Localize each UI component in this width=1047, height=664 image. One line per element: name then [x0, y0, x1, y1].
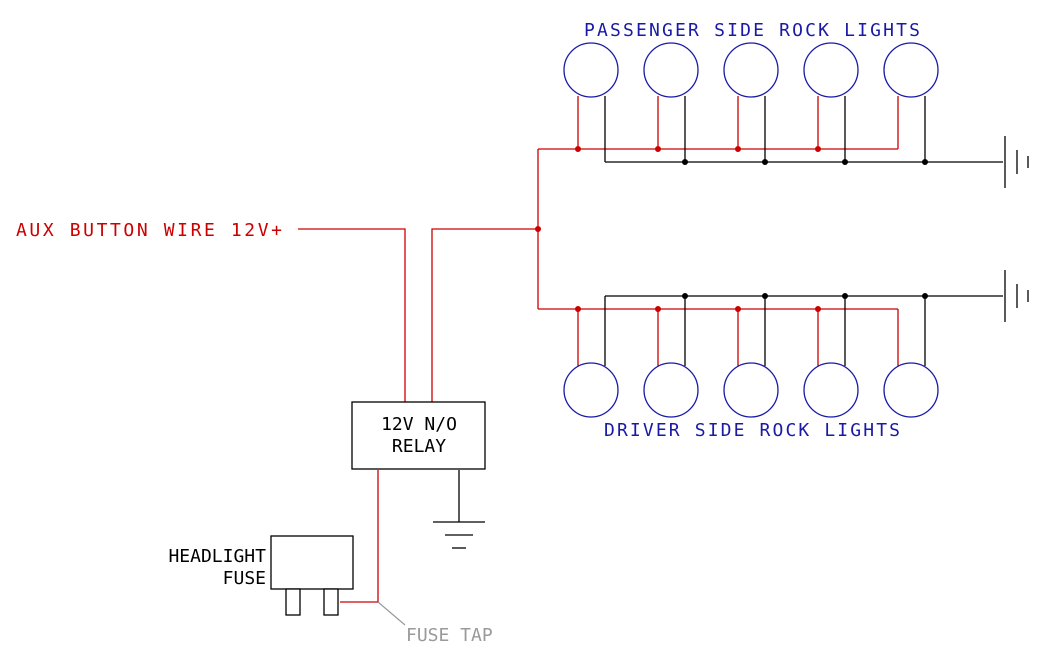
headlight-fuse-label-line1: HEADLIGHT	[168, 546, 266, 567]
rock-light	[643, 42, 699, 98]
fuse-tap-label: FUSE TAP	[406, 625, 493, 646]
rock-light	[883, 362, 939, 418]
headlight-fuse-label-line2: FUSE	[223, 568, 266, 589]
positive-junctions	[535, 146, 821, 312]
relay: 12V N/O RELAY	[351, 401, 486, 470]
passenger-rock-lights	[563, 42, 939, 98]
fuse-blade	[285, 588, 301, 616]
relay-ground-symbol	[433, 521, 485, 549]
passenger-side-title: PASSENGER SIDE ROCK LIGHTS	[584, 20, 920, 41]
rock-light	[803, 42, 859, 98]
rock-light	[723, 362, 779, 418]
aux-input-wire	[298, 228, 406, 402]
passenger-ground-symbol	[1004, 136, 1029, 188]
rock-light	[643, 362, 699, 418]
rock-light	[563, 362, 619, 418]
relay-label-line1: 12V N/O	[381, 414, 457, 435]
positive-wires	[298, 96, 899, 603]
headlight-fuse: HEADLIGHT FUSE	[168, 535, 354, 616]
relay-label-line2: RELAY	[392, 436, 446, 457]
rock-light	[563, 42, 619, 98]
rock-light	[723, 42, 779, 98]
aux-button-wire-label: AUX BUTTON WIRE 12V+	[16, 220, 282, 241]
fuse-blade	[323, 588, 339, 616]
relay-output-wire	[431, 228, 538, 402]
rock-light	[803, 362, 859, 418]
driver-rock-lights	[563, 362, 939, 418]
driver-ground-symbol	[1004, 270, 1029, 322]
ground-junctions	[682, 159, 928, 299]
driver-side-title: DRIVER SIDE ROCK LIGHTS	[604, 420, 900, 441]
rock-light	[883, 42, 939, 98]
fuse-tap-leader	[377, 601, 406, 626]
ground-wires	[458, 96, 1003, 522]
